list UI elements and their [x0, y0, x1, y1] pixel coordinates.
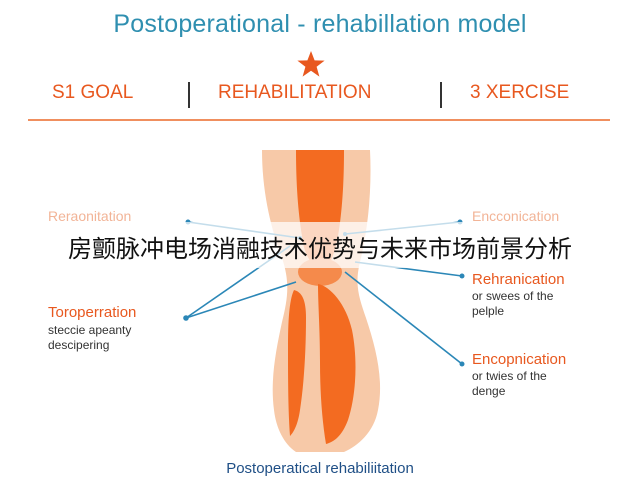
label-low-right-line: or twies of the: [472, 369, 547, 383]
label-top-right: Encconication: [472, 208, 560, 224]
callout-dot: [459, 361, 465, 367]
label-low-right-title: Encopnication: [472, 351, 567, 368]
label-low-right-line: denge: [472, 384, 506, 398]
diagram-caption: Postoperatical rehabiliitation: [226, 460, 414, 477]
star-icon: [297, 51, 325, 77]
header-rehabilitation: REHABILITATION: [218, 82, 372, 103]
header-exercise: 3 XERCISE: [470, 82, 570, 103]
label-mid-left-title: Toroperration: [48, 304, 137, 321]
label-top-left: Reraonitation: [48, 208, 132, 224]
label-mid-right-line: or swees of the: [472, 289, 554, 303]
overlay-title: 房颤脉冲电场消融技术优势与未来市场前景分析: [68, 235, 572, 263]
callout-line: [185, 281, 297, 319]
diagram-title: Postoperational - rehabillation model: [113, 10, 527, 38]
callout-dot: [459, 273, 465, 279]
overlay-banner: [0, 222, 640, 268]
header-underline: [28, 119, 610, 121]
shin-muscle: [288, 290, 306, 436]
callout-dot: [183, 315, 189, 321]
label-mid-right-title: Rehranication: [472, 271, 565, 288]
callout-line: [344, 271, 463, 365]
calf-muscle: [318, 284, 356, 444]
header-row: S1 GOAL REHABILITATION 3 XERCISE: [0, 82, 640, 108]
header-separator: [188, 82, 190, 108]
label-mid-left-line: descipering: [48, 338, 110, 352]
label-mid-right-line: pelple: [472, 304, 505, 318]
header-goal: S1 GOAL: [52, 82, 134, 103]
label-mid-left-line: steccie apeanty: [48, 323, 132, 337]
header-separator: [440, 82, 442, 108]
